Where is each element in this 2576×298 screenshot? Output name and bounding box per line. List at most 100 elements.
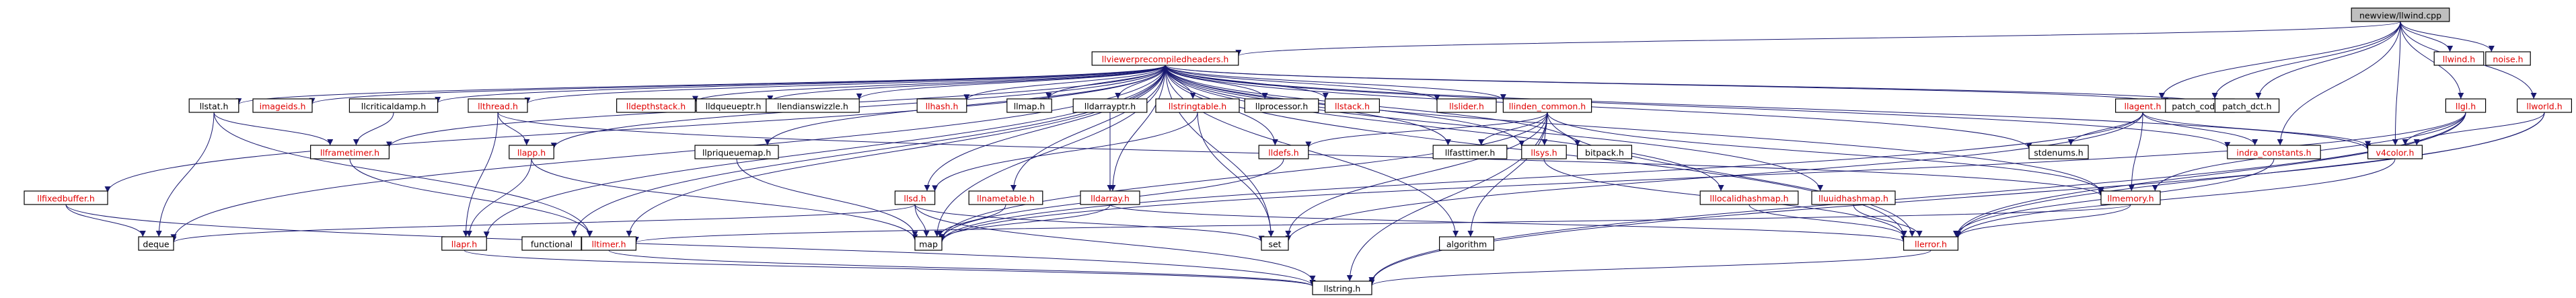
- node-pch[interactable]: llviewerprecompiledheaders.h: [1091, 51, 1239, 66]
- node-label-lluuidhashmap[interactable]: lluuidhashmap.h: [1818, 194, 1888, 204]
- node-label-pch[interactable]: llviewerprecompiledheaders.h: [1102, 54, 1229, 65]
- node-lldcommon[interactable]: llinden_common.h: [1502, 98, 1592, 113]
- node-box-llmap: [1006, 98, 1052, 113]
- node-label-llgl[interactable]: llgl.h: [2456, 102, 2476, 112]
- node-indra_constants[interactable]: indra_constants.h: [2227, 145, 2321, 159]
- edge-pch-to-patch_dct: [1165, 65, 2218, 105]
- node-lldefs[interactable]: lldefs.h: [1258, 145, 1309, 159]
- edge-lldcommon-to-llerror: [1547, 112, 1915, 237]
- node-lldepthstack[interactable]: lldepthstack.h: [616, 98, 696, 113]
- node-llendianswizzle: llendianswizzle.h: [766, 98, 860, 113]
- node-lldarray[interactable]: lldarray.h: [1080, 190, 1140, 205]
- edge-v4color-to-llerror: [1954, 158, 2396, 239]
- node-label-llsd[interactable]: llsd.h: [904, 194, 926, 204]
- node-label-lldepthstack[interactable]: lldepthstack.h: [626, 102, 686, 112]
- node-label-llmemory[interactable]: llmemory.h: [2107, 194, 2154, 204]
- node-llslider[interactable]: llslider.h: [1436, 98, 1497, 113]
- node-box-llthread: [468, 98, 528, 113]
- node-v4color[interactable]: v4color.h: [2367, 145, 2423, 159]
- edge-lldcommon-to-algorithm: [1467, 112, 1548, 237]
- node-label-llapr[interactable]: llapr.h: [451, 239, 477, 250]
- node-llthread[interactable]: llthread.h: [468, 98, 528, 113]
- node-llapr[interactable]: llapr.h: [441, 236, 487, 251]
- node-llstring: llstring.h: [1312, 281, 1372, 295]
- node-label-llsys[interactable]: llsys.h: [1531, 148, 1557, 158]
- node-llmap: llmap.h: [1006, 98, 1052, 113]
- node-label-lldcommon[interactable]: llinden_common.h: [1509, 102, 1586, 112]
- node-label-v4color[interactable]: v4color.h: [2376, 148, 2415, 158]
- node-llstack[interactable]: llstack.h: [1324, 98, 1380, 113]
- node-label-llhash[interactable]: llhash.h: [926, 102, 959, 112]
- node-box-llstat: [188, 98, 240, 113]
- node-label-imageids[interactable]: imageids.h: [260, 102, 306, 112]
- node-label-lllocalidhashmap[interactable]: lllocalidhashmap.h: [1709, 194, 1788, 204]
- node-label-llfixedbuffer[interactable]: llfixedbuffer.h: [37, 194, 95, 204]
- node-llprocessor: llprocessor.h: [1244, 98, 1319, 113]
- node-label-llstringtable[interactable]: llstringtable.h: [1169, 102, 1226, 112]
- edge-pch-to-llslider: [1165, 65, 1440, 102]
- edge-root-to-patch_code: [2211, 21, 2401, 100]
- node-label-llnametable[interactable]: llnametable.h: [977, 194, 1035, 204]
- node-box-llendianswizzle: [766, 98, 860, 113]
- node-map: map: [914, 236, 943, 251]
- edge-pch-to-indra_constants: [1165, 65, 2231, 149]
- node-label-llwind[interactable]: llwind.h: [2443, 54, 2475, 65]
- node-llframetimer[interactable]: llframetimer.h: [310, 145, 390, 159]
- node-noise[interactable]: noise.h: [2485, 51, 2531, 66]
- node-llapp[interactable]: llapp.h: [509, 145, 554, 159]
- edge-llgl-to-v4color: [2402, 112, 2466, 146]
- node-label-llthread[interactable]: llthread.h: [478, 102, 518, 112]
- edge-llframetimer-to-lltimer: [349, 158, 593, 237]
- node-label-llworld[interactable]: llworld.h: [2526, 102, 2562, 112]
- edge-llapr-to-llstring: [464, 250, 1316, 287]
- node-llgl[interactable]: llgl.h: [2445, 98, 2487, 113]
- edge-pch-to-lluuidhashmap: [1165, 65, 1823, 192]
- edge-llmemory-to-lltimer: [633, 204, 2131, 244]
- edge-pch-to-llfixedbuffer: [104, 65, 1166, 193]
- node-label-lldarray[interactable]: lldarray.h: [1091, 194, 1130, 204]
- node-label-lldefs[interactable]: lldefs.h: [1268, 148, 1298, 158]
- node-llhash[interactable]: llhash.h: [916, 98, 967, 113]
- node-llstringtable[interactable]: llstringtable.h: [1155, 98, 1240, 113]
- node-llmemory[interactable]: llmemory.h: [2100, 190, 2161, 205]
- node-box-llnametable: [968, 190, 1043, 205]
- node-label-llslider[interactable]: llslider.h: [1449, 102, 1484, 112]
- node-llsd[interactable]: llsd.h: [894, 190, 936, 205]
- node-label-llstack[interactable]: llstack.h: [1335, 102, 1370, 112]
- node-box-imageids: [252, 98, 313, 113]
- node-box-llworld: [2517, 98, 2573, 113]
- edge-llstat-to-deque: [155, 112, 215, 237]
- edge-pch-to-functional: [571, 65, 1166, 237]
- node-llnametable[interactable]: llnametable.h: [968, 190, 1043, 205]
- node-llworld[interactable]: llworld.h: [2517, 98, 2573, 113]
- node-label-llframetimer[interactable]: llframetimer.h: [320, 148, 379, 158]
- edge-pch-to-algorithm: [1165, 65, 1459, 237]
- edge-pch-to-patch_code: [1165, 65, 2168, 105]
- node-label-indra_constants[interactable]: indra_constants.h: [2236, 148, 2311, 158]
- node-label-llapp[interactable]: llapp.h: [517, 148, 546, 158]
- node-box-map: [914, 236, 943, 251]
- node-label-llfasttimer: llfasttimer.h: [1445, 148, 1496, 158]
- edge-lldarray-to-llerror: [1109, 204, 1907, 243]
- node-label-llendianswizzle: llendianswizzle.h: [777, 102, 848, 112]
- edge-llfixedbuffer-to-deque: [65, 204, 146, 237]
- node-llfixedbuffer[interactable]: llfixedbuffer.h: [24, 190, 108, 205]
- node-box-lldefs: [1258, 145, 1309, 159]
- node-llagent[interactable]: llagent.h: [2115, 98, 2171, 113]
- node-imageids[interactable]: imageids.h: [252, 98, 313, 113]
- edge-pch-to-v4color: [1165, 65, 2371, 151]
- node-box-llapr: [441, 236, 487, 251]
- node-llsys[interactable]: llsys.h: [1521, 145, 1567, 159]
- node-label-lltimer[interactable]: lltimer.h: [591, 239, 626, 250]
- node-llerror[interactable]: llerror.h: [1903, 236, 1959, 251]
- node-lluuidhashmap[interactable]: lluuidhashmap.h: [1811, 190, 1896, 205]
- node-box-lldepthstack: [616, 98, 696, 113]
- node-llcriticaldamp: llcriticaldamp.h: [348, 98, 439, 113]
- node-lllocalidhashmap[interactable]: lllocalidhashmap.h: [1699, 190, 1799, 205]
- node-llwind[interactable]: llwind.h: [2433, 51, 2485, 66]
- node-label-stdenums: stdenums.h: [2034, 148, 2083, 158]
- node-label-llagent[interactable]: llagent.h: [2125, 102, 2162, 112]
- node-label-llerror[interactable]: llerror.h: [1915, 239, 1947, 250]
- node-lltimer[interactable]: lltimer.h: [581, 236, 636, 251]
- node-label-noise[interactable]: noise.h: [2493, 54, 2523, 65]
